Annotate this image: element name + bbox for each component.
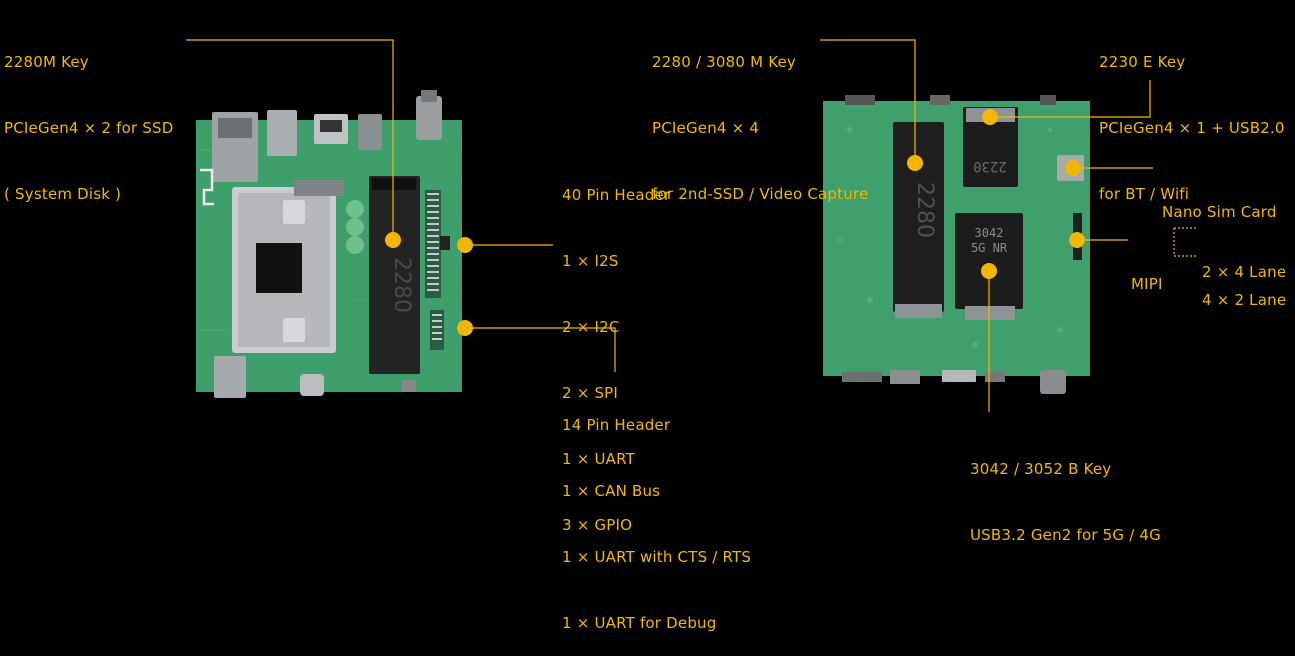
label-2280-3080-line2: PCIeGen4 × 4 <box>652 119 760 137</box>
label-nano-sim-text: Nano Sim Card <box>1162 203 1277 221</box>
label-2280m-title: 2280M Key <box>4 53 89 71</box>
label-2230e-line2: PCIeGen4 × 1 + USB2.0 <box>1099 119 1285 137</box>
label-3042b-title: 3042 / 3052 B Key <box>970 460 1112 478</box>
label-mipi-lane-2: 4 × 2 Lane <box>1202 245 1286 333</box>
front-board: 2280 <box>196 90 462 398</box>
usb-c-port <box>300 374 324 396</box>
label-2230e-line3: for BT / Wifi <box>1099 185 1190 203</box>
marker-2280m <box>385 232 401 248</box>
callout-markers <box>385 109 1085 336</box>
label-mipi-lane-2-text: 4 × 2 Lane <box>1202 291 1287 309</box>
label-2280m-key: 2280M Key PCIeGen4 × 2 for SSD ( System … <box>4 7 173 227</box>
boards-illustration: 2280 <box>186 39 1196 412</box>
40-pin-header-connector <box>425 190 450 298</box>
label-40pin-line2: 1 × I2S <box>562 252 619 270</box>
label-mipi-lane-4-text: 2 × 4 Lane <box>1202 263 1287 281</box>
label-2280m-line2: PCIeGen4 × 2 for SSD <box>4 119 174 137</box>
14-pin-header-connector <box>430 310 444 350</box>
label-2280-3080-line3: for 2nd-SSD / Video Capture <box>652 185 869 203</box>
label-14pin-title: 14 Pin Header <box>562 416 671 434</box>
back-m2-2230-slot <box>963 107 1018 187</box>
soc-chip <box>256 243 302 293</box>
label-14-pin-header: 14 Pin Header 1 × CAN Bus 1 × UART with … <box>562 370 751 656</box>
front-m2-slot <box>369 176 420 374</box>
label-3042-b-key: 3042 / 3052 B Key USB3.2 Gen2 for 5G / 4… <box>970 414 1161 568</box>
usb-port-top <box>267 110 297 156</box>
front-slot-2280-marking: 2280 <box>389 257 414 313</box>
marker-mipi <box>1069 232 1085 248</box>
label-2230e-title: 2230 E Key <box>1099 53 1186 71</box>
label-40pin-line3: 2 × I2C <box>562 318 620 336</box>
back-slot-5g-marking-2: 5G NR <box>971 241 1008 255</box>
label-2280-3080-title: 2280 / 3080 M Key <box>652 53 797 71</box>
label-14pin-line4: 1 × UART for Debug <box>562 614 717 632</box>
back-slot-5g-marking-1: 3042 <box>975 226 1004 240</box>
callout-lines <box>186 39 1153 412</box>
label-14pin-line2: 1 × CAN Bus <box>562 482 661 500</box>
marker-sim <box>1065 160 1081 176</box>
label-40pin-title: 40 Pin Header <box>562 186 671 204</box>
label-2280m-line3: ( System Disk ) <box>4 185 122 203</box>
label-2280-3080-m-key: 2280 / 3080 M Key PCIeGen4 × 4 for 2nd-S… <box>652 7 868 227</box>
label-mipi-lane-4: 2 × 4 Lane <box>1202 217 1286 305</box>
label-nano-sim: Nano Sim Card <box>1162 157 1277 245</box>
label-40pin-line4: 2 × SPI <box>562 384 619 402</box>
label-14pin-line3: 1 × UART with CTS / RTS <box>562 548 752 566</box>
back-m2-3042-slot <box>955 213 1023 309</box>
label-3042b-line2: USB3.2 Gen2 for 5G / 4G <box>970 526 1162 544</box>
label-mipi: MIPI <box>1131 229 1163 317</box>
marker-2280-3080 <box>907 155 923 171</box>
back-slot-2280-marking: 2280 <box>912 182 937 238</box>
power-jack <box>358 114 382 150</box>
label-mipi-text: MIPI <box>1131 275 1163 293</box>
label-2230-e-key: 2230 E Key PCIeGen4 × 1 + USB2.0 for BT … <box>1099 7 1285 227</box>
marker-14pin <box>457 320 473 336</box>
marker-3042b <box>981 263 997 279</box>
marker-2230e <box>982 109 998 125</box>
usb-port-bottom <box>214 356 246 398</box>
mipi-lane-bracket <box>1173 227 1196 257</box>
audio-jack <box>416 96 442 140</box>
back-m2-2280-slot <box>893 122 944 312</box>
marker-40pin <box>457 237 473 253</box>
back-slot-2230-marking: 2230 <box>973 158 1007 174</box>
